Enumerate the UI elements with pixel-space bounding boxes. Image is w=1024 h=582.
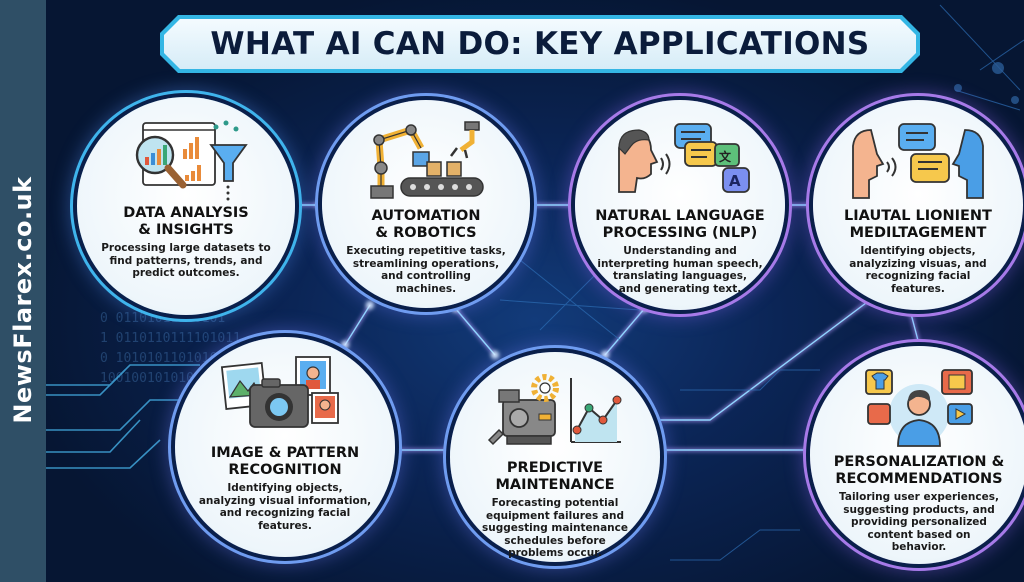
robotic-arm-conveyor-icon <box>361 118 491 204</box>
application-title: PERSONALIZATION & RECOMMENDATIONS <box>833 454 1005 487</box>
watermark-text: NewsFlarex.co.uk <box>9 176 37 424</box>
application-description: Executing repetitive tasks, streamlining… <box>346 245 506 295</box>
application-title: DATA ANALYSIS & INSIGHTS <box>123 205 249 238</box>
svg-text:A: A <box>729 172 741 190</box>
speaking-head-translation-bubbles-icon: 文 A <box>605 118 755 204</box>
machine-gear-trend-chart-icon <box>485 370 625 456</box>
application-description: Forecasting potential equipment failures… <box>481 497 628 559</box>
application-image-pattern-recognition: IMAGE & PATTERN RECOGNITION Identifying … <box>175 337 395 557</box>
user-recommendation-bubbles-icon <box>854 364 984 450</box>
application-title: AUTOMATION & ROBOTICS <box>371 208 481 241</box>
application-description: Understanding and interpreting human spe… <box>597 245 763 295</box>
svg-text:0 01101011100101: 0 01101011100101 <box>100 311 225 326</box>
svg-text:0 1010101101010110: 0 1010101101010110 <box>100 351 241 366</box>
title-banner: WHAT AI CAN DO: KEY APPLICATIONS <box>160 15 920 73</box>
application-data-analysis: DATA ANALYSIS & INSIGHTS Processing larg… <box>77 97 295 315</box>
page-title: WHAT AI CAN DO: KEY APPLICATIONS <box>210 26 870 62</box>
application-liautal-lionient-mediltagement: LIAUTAL LIONIENT MEDILTAGEMENT Identifyi… <box>813 100 1023 310</box>
application-description: Processing large datasets to find patter… <box>101 242 271 279</box>
svg-text:100100101010111: 100100101010111 <box>100 371 217 386</box>
application-natural-language-processing: 文 A NATURAL LANGUAGE PROCESSING (NLP) Un… <box>575 100 785 310</box>
application-personalization-recommendations: PERSONALIZATION & RECOMMENDATIONS Tailor… <box>810 346 1024 564</box>
camera-photos-icon <box>220 355 350 441</box>
application-description: Identifying objects, analyzizing visuas,… <box>849 245 987 295</box>
application-title: IMAGE & PATTERN RECOGNITION <box>210 445 360 478</box>
application-title: NATURAL LANGUAGE PROCESSING (NLP) <box>595 208 765 241</box>
svg-text:文: 文 <box>719 149 732 164</box>
application-title: LIAUTAL LIONIENT MEDILTAGEMENT <box>844 208 992 241</box>
svg-text:1 0110110111101011: 1 0110110111101011 <box>100 331 241 346</box>
application-title: PREDICTIVE MAINTENANCE <box>495 460 615 493</box>
application-predictive-maintenance: PREDICTIVE MAINTENANCE Forecasting poten… <box>450 352 660 562</box>
application-description: Identifying objects, analyzing visual in… <box>198 482 372 532</box>
watermark-sidebar: NewsFlarex.co.uk <box>0 0 46 582</box>
data-analysis-magnifier-funnel-icon <box>121 115 251 201</box>
two-heads-conversation-icon <box>843 118 993 204</box>
application-description: Tailoring user experiences, suggesting p… <box>839 491 999 553</box>
application-automation-robotics: AUTOMATION & ROBOTICS Executing repetiti… <box>322 100 530 308</box>
